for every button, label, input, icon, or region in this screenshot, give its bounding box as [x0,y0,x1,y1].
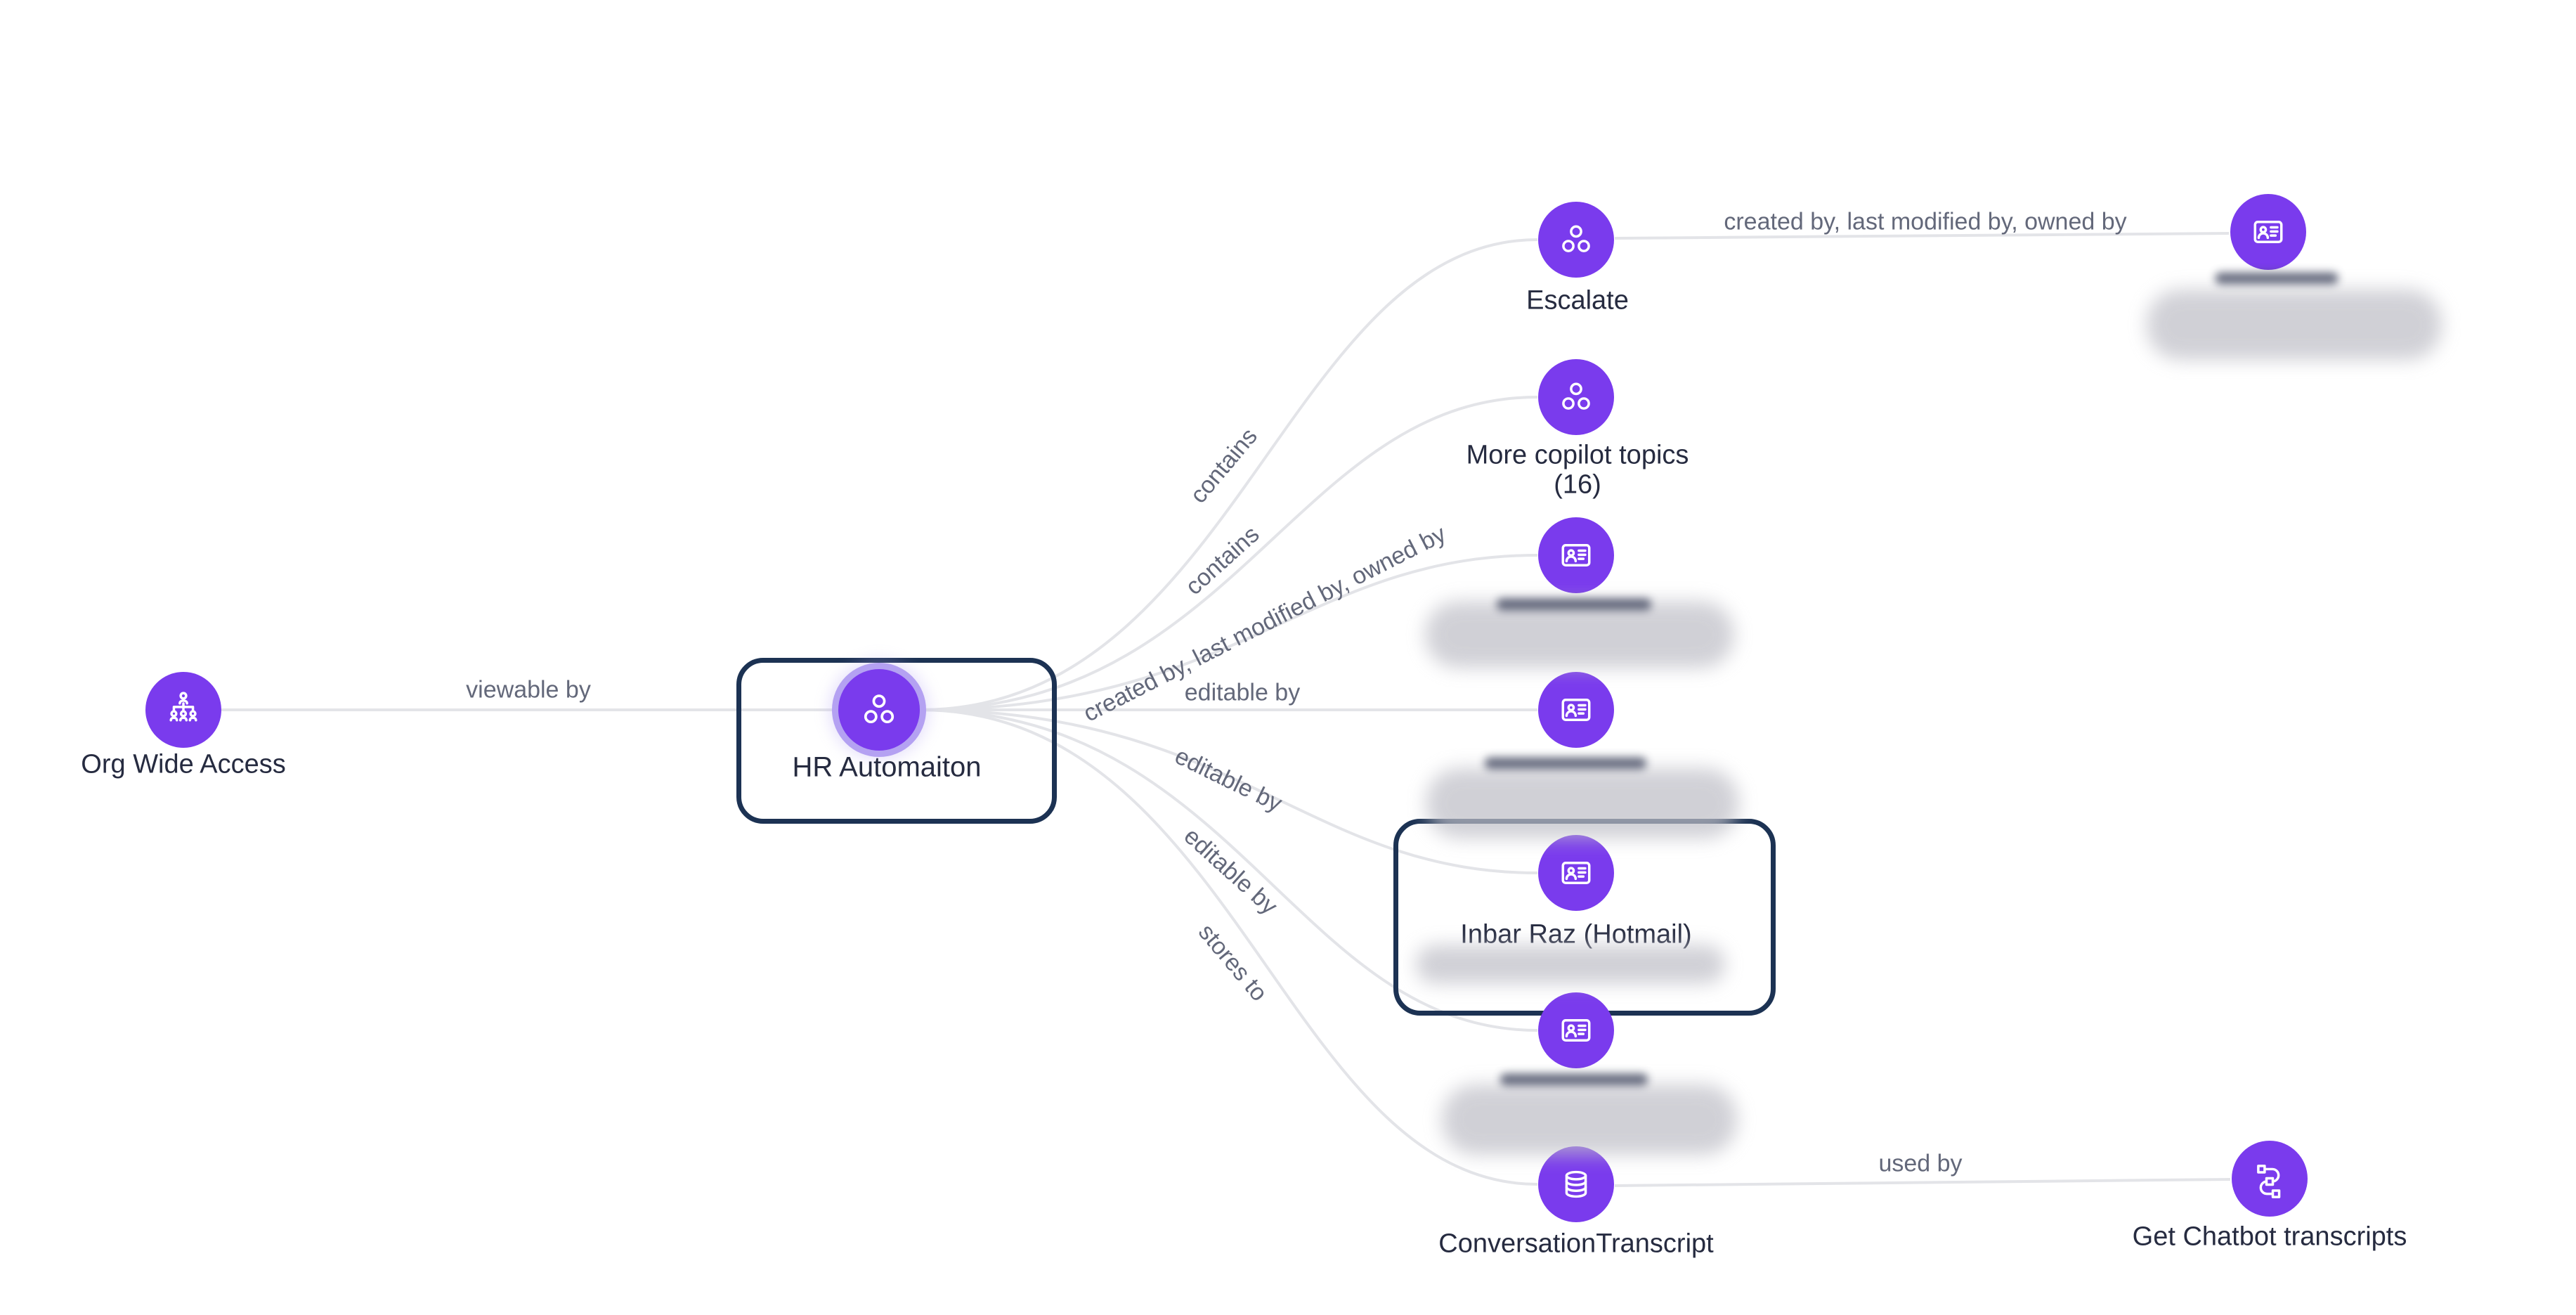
edge-hr-editable-by-inbar [919,708,1538,874]
edge-hr-contains-more-topics [919,396,1538,711]
edge-escalate-created-by-user-tr [1614,232,2230,240]
node-label-more-copilot-topics: More copilot topics [1466,440,1689,470]
node-hr-automation[interactable] [838,669,920,751]
contact-card-icon [1561,699,1591,721]
node-conversation-transcript[interactable] [1538,1146,1614,1222]
node-more-copilot-topics[interactable] [1538,359,1614,435]
selection-outline-hr-automation [736,658,1057,824]
edge-label-used-by: used by [1878,1150,1963,1177]
redacted-label-user-c [1442,1084,1737,1155]
copilot-topic-icon [1562,382,1590,410]
database-icon [1565,1170,1587,1198]
edge-hr-stores-to-transcript [919,708,1538,1186]
node-label-hr-automation: HR Automaiton [792,751,982,783]
edge-hr-created-by-user-a [919,554,1538,711]
node-label-inbar-raz: Inbar Raz (Hotmail) [1460,919,1692,950]
node-org-wide-access[interactable] [145,672,221,748]
node-user-b[interactable] [1538,672,1614,748]
org-hierarchy-icon [169,692,197,722]
node-user-a[interactable] [1538,517,1614,593]
node-label-org-wide-access: Org Wide Access [81,749,286,779]
redacted-name-hint-user-top-right [2215,272,2338,285]
redacted-name-hint-user-c [1500,1073,1648,1086]
node-user-c[interactable] [1538,992,1614,1068]
node-label-conversation-transcript: ConversationTranscript [1438,1229,1714,1259]
redacted-name-hint-user-b [1485,757,1646,770]
redacted-email-inbar-raz [1416,945,1725,984]
node-label-escalate: Escalate [1526,285,1629,316]
contact-card-icon [2253,221,2283,243]
copilot-topic-icon [1562,225,1590,252]
flow-icon [2257,1165,2281,1198]
contact-card-icon [1561,1019,1591,1042]
edge-transcript-used-by-chatbot [1614,1178,2231,1187]
contact-card-icon [1561,862,1591,884]
redacted-label-user-a [1425,601,1734,668]
contact-card-icon [1561,544,1591,566]
node-inbar-raz[interactable] [1538,835,1614,911]
redacted-name-hint-user-a [1497,598,1651,611]
edge-label-created-by-top: created by, last modified by, owned by [1724,208,2127,235]
node-get-chatbot-transcripts[interactable] [2232,1141,2308,1217]
node-escalate[interactable] [1538,202,1614,278]
edge-label-viewable-by: viewable by [466,676,591,704]
node-user-top-right[interactable] [2230,194,2306,270]
copilot-topic-icon [864,694,895,724]
edge-label-editable-by-1: editable by [1184,679,1301,706]
redacted-label-user-b [1426,768,1739,838]
redacted-label-user-top-right [2147,290,2442,360]
node-label-get-chatbot-transcripts: Get Chatbot transcripts [2132,1222,2407,1252]
node-label-more-copilot-topics-count: (16) [1554,469,1601,500]
